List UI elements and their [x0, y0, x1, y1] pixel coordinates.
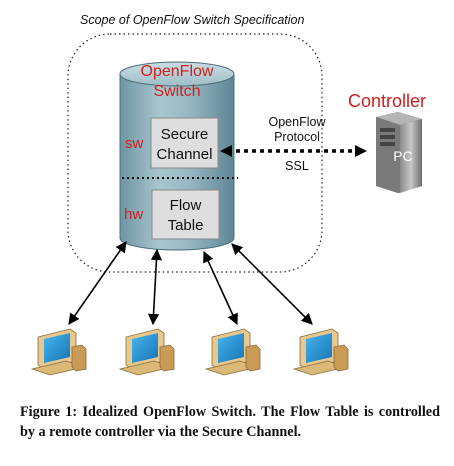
host-links: [68, 241, 313, 326]
sw-label: sw: [125, 135, 144, 152]
hw-label: hw: [124, 206, 143, 223]
host-computer-1-icon: [30, 328, 87, 376]
switch-title-line2: Switch: [153, 83, 200, 100]
switch-title-line1: OpenFlow: [141, 63, 214, 80]
controller-label: Controller: [348, 91, 426, 111]
controller-pc-icon: [376, 112, 422, 193]
scope-boundary: [67, 33, 323, 273]
flow-table-line1: Flow: [170, 197, 202, 214]
secure-channel-box: [150, 117, 219, 169]
scope-label: Scope of OpenFlow Switch Specification: [80, 13, 304, 27]
host-link-1: [68, 241, 127, 325]
host-computer-2-icon: [118, 328, 175, 376]
secure-channel-line1: Secure: [161, 126, 209, 143]
host-link-2: [147, 248, 163, 326]
figure-caption: Figure 1: Idealized OpenFlow Switch. The…: [20, 404, 440, 440]
host-link-4: [231, 243, 313, 325]
controller-pc-label: PC: [393, 148, 412, 164]
flow-table-box: [151, 189, 220, 240]
protocol-line2: Protocol: [274, 130, 320, 144]
host-computer-3-icon: [204, 328, 261, 376]
secure-channel-line2: Channel: [157, 146, 213, 163]
host-computer-4-icon: [292, 328, 349, 376]
protocol-line1: OpenFlow: [269, 115, 327, 129]
host-link-3: [203, 250, 238, 326]
flow-table-line2: Table: [168, 217, 204, 234]
protocol-line3: SSL: [285, 159, 309, 173]
secure-channel-link-arrow: [220, 145, 367, 157]
